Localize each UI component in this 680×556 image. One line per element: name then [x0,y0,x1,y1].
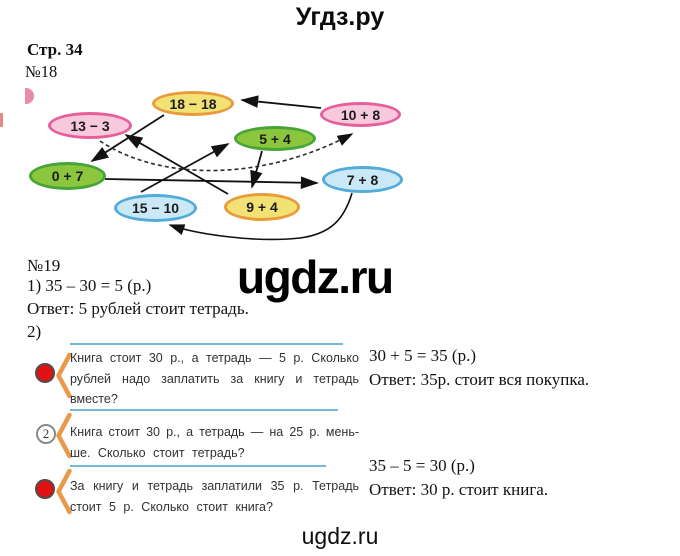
oval-7-plus-8: 7 + 8 [322,166,403,193]
oval-18-minus-18: 18 − 18 [152,91,234,116]
pink-half-disc-decoration [25,88,34,104]
arrow-9plus4-to-13minus3 [124,134,229,195]
arrow-0plus7-to-7plus8 [104,176,319,189]
arrow-15minus10-to-5plus4 [140,143,230,193]
orange-angle-bracket-icon [56,469,72,514]
oval-0-plus-7: 0 + 7 [29,162,106,190]
oval-13-minus-3: 13 − 3 [48,112,132,139]
solution1-answer: Ответ: 35р. стоит вся покупка. [369,370,590,389]
box3-top-divider [70,465,326,467]
number-2-badge: 2 [36,424,56,444]
oval-5-plus-4: 5 + 4 [234,126,316,151]
task19-number: №19 [27,256,61,275]
orange-angle-bracket-icon [56,353,72,398]
problem1-line1: Книга стоит 30 р., а тетрадь — 5 р. Скол… [70,351,359,365]
problem1-line2: рублей надо заплатить за книгу и тетрадь [70,371,359,386]
solution2-equation: 35 – 5 = 30 (р.) [369,456,475,475]
box2-top-divider [70,409,338,411]
problem3-line1: За книгу и тетрадь заплатили 35 р. Тетра… [70,479,359,493]
problem2-line1: Книга стоит 30 р., а тетрадь — на 25 р. … [70,425,359,439]
box1-top-divider [70,343,343,345]
site-title: Угдз.ру [295,3,385,31]
problem3-text: За книгу и тетрадь заплатили 35 р. Тетра… [70,476,359,517]
task19-step1-equation: 1) 35 – 30 = 5 (р.) [27,276,152,295]
footer-site-name: ugdz.ru [301,523,379,549]
arrow-10plus8-to-18minus18 [240,95,322,109]
problem2-line2: ше. Сколько стоит тетрадь? [70,445,245,460]
problem1-text: Книга стоит 30 р., а тетрадь — 5 р. Скол… [70,348,359,410]
task19-step1-answer: Ответ: 5 рублей стоит тетрадь. [27,299,249,318]
task18-number: №18 [25,62,58,81]
arrow-5plus4-to-9plus4 [250,150,263,189]
task19-part2-label: 2) [27,322,42,341]
solution2-answer: Ответ: 30 р. стоит книга. [369,480,549,499]
solution1-equation: 30 + 5 = 35 (р.) [369,346,476,365]
oval-10-plus-8: 10 + 8 [320,102,401,127]
page-label: Стр. 34 [27,40,83,59]
red-dot-icon [35,479,55,499]
problem2-text: Книга стоит 30 р., а тетрадь — на 25 р. … [70,422,359,463]
watermark-text: ugdz.ru [237,251,394,303]
oval-15-minus-10: 15 − 10 [114,194,197,222]
problem3-line2: стоит 5 р. Сколько стоит книга? [70,499,273,514]
problem1-line3: вместе? [70,392,118,407]
page-edge-mark [0,113,3,127]
red-dot-icon [35,363,55,383]
oval-9-plus-4: 9 + 4 [224,193,300,221]
orange-angle-bracket-icon [56,413,72,458]
